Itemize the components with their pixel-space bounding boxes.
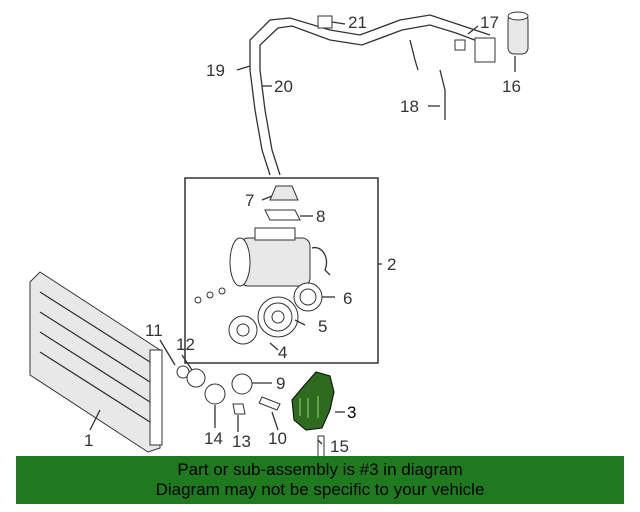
condenser <box>29 271 163 453</box>
callout-9: 9 <box>276 374 285 393</box>
parts-diagram: 1 2 3 4 5 6 7 8 9 10 11 12 13 14 15 16 1… <box>29 11 529 456</box>
callout-4: 4 <box>278 343 287 362</box>
compressor <box>229 227 331 287</box>
bracket-parts <box>264 185 301 221</box>
callout-19: 19 <box>206 61 225 80</box>
callout-17: 17 <box>480 13 499 32</box>
receiver-drier <box>507 11 529 55</box>
info-banner: Part or sub-assembly is #3 in diagram Di… <box>16 456 624 504</box>
highlighted-part-3 <box>291 371 335 431</box>
callout-8: 8 <box>316 207 325 226</box>
banner-line-2: Diagram may not be specific to your vehi… <box>155 480 485 499</box>
compressor-frame <box>184 177 379 364</box>
bolt-15 <box>317 435 325 456</box>
callout-1: 1 <box>84 431 93 450</box>
banner-line-1: Part or sub-assembly is #3 in diagram <box>177 460 463 479</box>
callout-6: 6 <box>343 289 352 308</box>
callout-13: 13 <box>232 432 251 451</box>
callout-18: 18 <box>400 97 419 116</box>
callout-15: 15 <box>330 437 349 456</box>
callout-16: 16 <box>502 77 521 96</box>
refrigerant-hose-lines <box>249 14 496 176</box>
callout-7: 7 <box>245 191 254 210</box>
clutch-pulley-parts <box>194 282 323 345</box>
small-parts <box>176 365 281 415</box>
callout-3: 3 <box>347 403 356 422</box>
callout-11: 11 <box>145 321 163 340</box>
callout-2: 2 <box>387 255 396 274</box>
callout-20: 20 <box>274 77 293 96</box>
callout-21: 21 <box>348 13 367 32</box>
callout-14: 14 <box>204 429 223 448</box>
callout-numbers: 1 2 3 4 5 6 7 8 9 10 11 12 13 14 15 16 1… <box>84 13 521 456</box>
callout-10: 10 <box>268 429 287 448</box>
callout-5: 5 <box>318 317 327 336</box>
callout-12: 12 <box>176 335 195 354</box>
leader-lines <box>89 21 516 445</box>
